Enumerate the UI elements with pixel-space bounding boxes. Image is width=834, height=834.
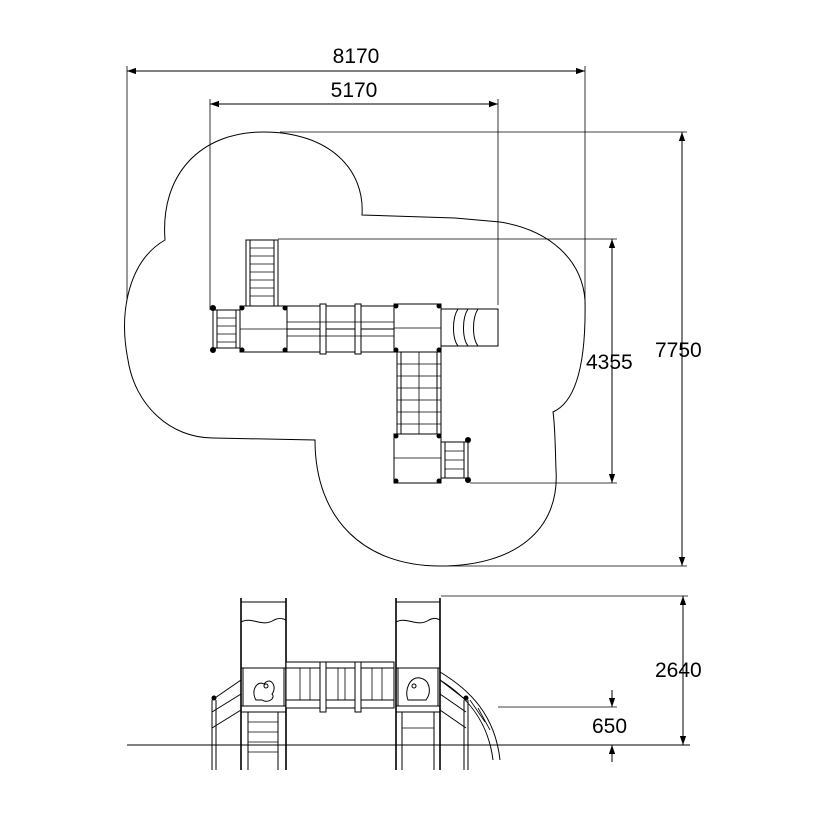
slide-plan <box>441 308 499 347</box>
dimension-total-depth: 7750 <box>280 131 702 567</box>
safety-zone-outline <box>124 131 586 567</box>
bridge-plan <box>286 303 395 355</box>
dimension-structure-depth: 4355 <box>278 238 633 484</box>
climbing-section-plan <box>396 351 442 435</box>
dimension-label-inner-width: 5170 <box>331 79 378 102</box>
dimension-label-structure-depth: 4355 <box>586 351 633 374</box>
dimension-label-platform-height: 650 <box>592 715 627 738</box>
dimension-platform-height: 650 <box>498 690 627 762</box>
elevation-view: 2640 650 <box>127 595 702 770</box>
left-handrail-elevation <box>211 679 242 770</box>
right-tower-elevation <box>395 598 441 770</box>
right-tower-plan <box>393 303 442 353</box>
bridge-elevation <box>285 661 395 713</box>
dimension-label-total-height: 2640 <box>655 659 702 682</box>
dimension-label-total-depth: 7750 <box>655 339 702 362</box>
dimension-inner-width: 5170 <box>209 79 499 310</box>
right-handrail-elevation <box>439 679 469 770</box>
dimension-total-height: 2640 <box>441 595 702 745</box>
dimension-label-total-width: 8170 <box>333 45 380 68</box>
plan-view: 8170 5170 7750 4355 <box>124 45 702 567</box>
dimension-total-width: 8170 <box>126 45 586 300</box>
stair-ladder-plan <box>245 239 279 307</box>
left-tower-plan <box>239 305 288 353</box>
lower-tower-plan <box>393 433 442 484</box>
left-tower-elevation <box>240 598 287 770</box>
right-access-plan <box>440 437 471 483</box>
stair-elevation <box>247 712 279 770</box>
left-access-plan <box>210 305 241 353</box>
slide-elevation <box>439 671 501 761</box>
